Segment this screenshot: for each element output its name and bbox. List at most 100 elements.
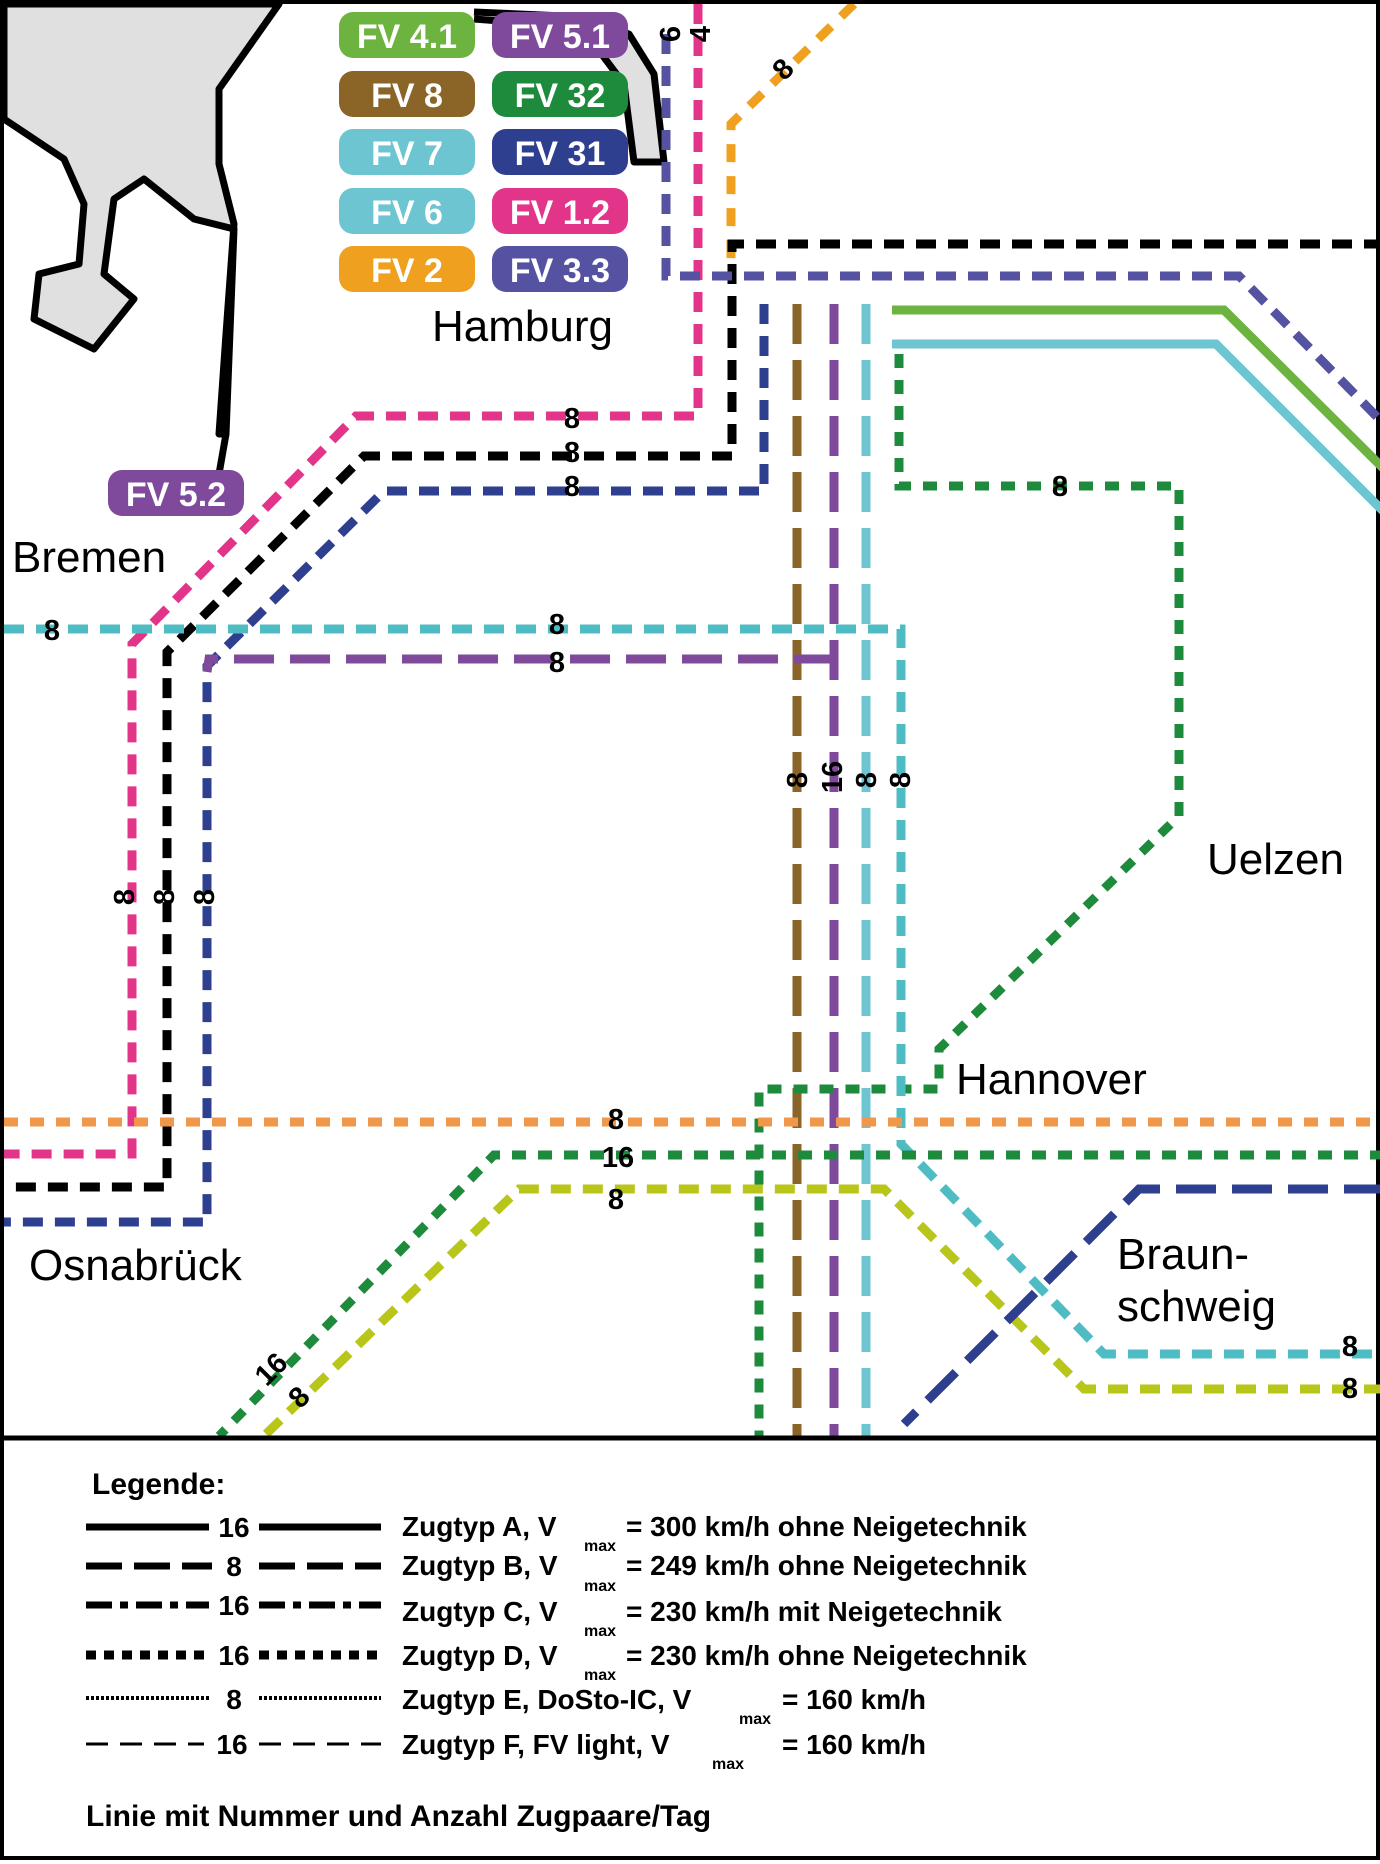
legend-subscript: max [584,1667,616,1684]
count-label: 8 [1342,1331,1358,1363]
legend-subscript: max [584,1578,616,1595]
legend: Legende: 16 Zugtyp A, V max = 300 km/h o… [86,1468,1027,1833]
legend-label: = 249 km/h ohne Neigetechnik [626,1550,1027,1581]
line-fv4-1 [892,305,1380,472]
count-label: 8 [549,647,565,679]
badge-fv32: FV 32 [515,77,606,115]
legend-row-d: 16 Zugtyp D, V max = 230 km/h ohne Neige… [86,1640,1027,1684]
legend-label: = 160 km/h [782,1729,926,1760]
line-fv1-2 [4,4,703,1159]
city-bremen: Bremen [12,533,166,582]
legend-label: = 230 km/h mit Neigetechnik [626,1596,1002,1627]
count-label: 8 [782,772,814,788]
legend-label: Zugtyp A, V [402,1511,557,1542]
legend-subscript: max [584,1538,616,1555]
legend-footer: Linie mit Nummer und Anzahl Zugpaare/Tag [86,1800,711,1833]
badge-fv-2-bg [339,246,475,292]
legend-number: 8 [226,1684,242,1715]
city-braunschweig-line2: schweig [1117,1282,1276,1331]
count-label: 8 [608,1104,624,1136]
badge-fv-5-1-bg [492,12,628,58]
rail-lines [4,4,1380,1440]
legend-number: 16 [216,1729,247,1760]
legend-label: Zugtyp D, V [402,1640,558,1671]
badge-fv-32-bg [492,71,628,117]
legend-row-e: 8 Zugtyp E, DoSto-IC, V max = 160 km/h [86,1684,926,1728]
count-label: 8 [549,609,565,641]
legend-title: Legende: [92,1468,225,1501]
legend-number: 16 [218,1640,249,1671]
legend-label: = 230 km/h ohne Neigetechnik [626,1640,1027,1671]
count-label: 8 [109,889,141,905]
count-label: 16 [602,1142,634,1174]
badge-fv2: FV 2 [371,252,443,290]
city-hamburg: Hamburg [432,302,613,351]
count-label: 16 [249,1347,294,1392]
city-labels: Hamburg Bremen Uelzen Hannover Osnabrück… [12,302,1344,1331]
line-fv5-1-west [202,654,834,673]
line-green-16 [215,1150,1380,1440]
legend-subscript: max [712,1756,744,1773]
rail-network-map: FV 4.1 FV 5.1 FV 8 FV 32 FV 7 FV 31 FV 6… [4,4,1380,1833]
line-fv6 [892,339,1380,515]
badge-fv8: FV 8 [371,77,443,115]
count-label: 8 [44,615,60,647]
badge-fv3-3: FV 3.3 [510,252,610,290]
line-yellow-green [260,1184,1380,1440]
count-label: 8 [564,437,580,469]
city-uelzen: Uelzen [1207,835,1344,884]
line-fv3-3 [661,34,1380,427]
legend-label: = 160 km/h [782,1684,926,1715]
legend-row-f: 16 Zugtyp F, FV light, V max = 160 km/h [86,1729,926,1773]
legend-number: 16 [218,1590,249,1621]
badge-fv-4-1-bg [339,12,475,58]
legend-subscript: max [739,1711,771,1728]
legend-label: Zugtyp E, DoSto-IC, V [402,1684,692,1715]
legend-label: Zugtyp C, V [402,1596,558,1627]
badge-fv-8-bg [339,71,475,117]
badge-fv5-2: FV 5.2 [126,476,226,514]
legend-row-c: 16 Zugtyp C, V max = 230 km/h mit Neiget… [86,1590,1002,1640]
city-osnabrueck: Osnabrück [29,1241,243,1290]
count-label: 6 [655,26,687,42]
badge-fv-3-3-bg [492,246,628,292]
badge-fv-1-2-bg [492,188,628,234]
count-label: 8 [564,471,580,503]
legend-label: = 300 km/h ohne Neigetechnik [626,1511,1027,1542]
badge-fv-6-bg [339,188,475,234]
city-braunschweig-line1: Braun- [1117,1230,1249,1279]
legend-row-b: 8 Zugtyp B, V max = 249 km/h ohne Neiget… [86,1550,1027,1595]
count-label: 8 [1052,471,1068,503]
count-label: 8 [885,772,917,788]
line-fv2 [726,4,858,274]
badge-fv6: FV 6 [371,194,443,232]
badge-fv-5-2-bg [108,470,244,516]
line-fv31-southeast [900,1184,1380,1428]
legend-number: 8 [226,1551,242,1582]
legend-row-a: 16 Zugtyp A, V max = 300 km/h ohne Neige… [86,1511,1027,1555]
line-badges: FV 4.1 FV 5.1 FV 8 FV 32 FV 7 FV 31 FV 6… [108,12,628,516]
badge-fv31: FV 31 [515,135,606,173]
count-label: 8 [851,772,883,788]
legend-label: Zugtyp F, FV light, V [402,1729,670,1760]
badge-fv-31-bg [492,129,628,175]
legend-subscript: max [584,1623,616,1640]
line-teal [4,624,1380,1359]
line-fv31 [4,304,769,1227]
legend-label: Zugtyp B, V [402,1550,558,1581]
badge-fv4-1: FV 4.1 [357,18,457,56]
count-label: 8 [608,1184,624,1216]
legend-number: 16 [218,1512,249,1543]
count-label: 16 [817,761,849,793]
count-label: 8 [1342,1373,1358,1405]
count-label: 8 [189,889,221,905]
badge-fv-7-bg [339,129,475,175]
city-hannover: Hannover [956,1055,1147,1104]
badge-fv7: FV 7 [371,135,443,173]
count-label: 4 [685,26,717,42]
badge-fv1-2: FV 1.2 [510,194,610,232]
count-label: 8 [564,403,580,435]
line-black [4,239,1380,1192]
badge-fv5-1: FV 5.1 [510,18,610,56]
